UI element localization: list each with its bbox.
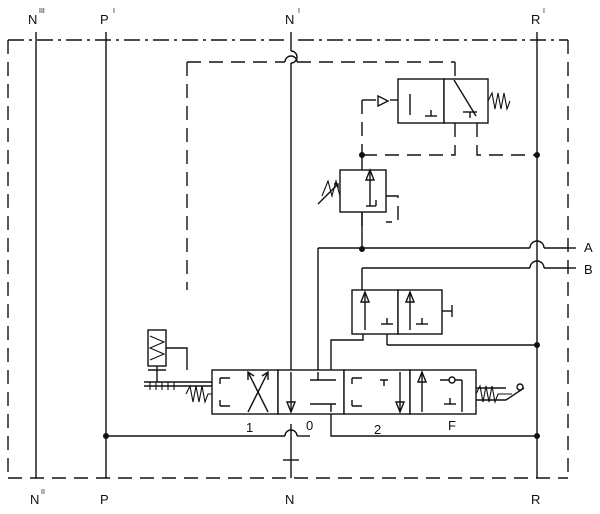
valve-top-connections: [359, 123, 540, 158]
svg-text:N: N: [28, 12, 37, 27]
label-bottom-n-mid: N: [285, 492, 294, 507]
line-b: [361, 260, 568, 290]
svg-text:III: III: [39, 8, 45, 15]
svg-text:I: I: [113, 8, 115, 15]
label-port-b: B: [584, 262, 593, 277]
svg-text:N: N: [30, 492, 39, 507]
port-ab-bracket: [568, 247, 576, 269]
label-position-2: 2: [374, 422, 381, 437]
svg-text:P: P: [100, 12, 109, 27]
label-bottom-r: R: [531, 492, 540, 507]
svg-text:R: R: [531, 12, 540, 27]
frame-border: [7, 39, 569, 480]
pilot-valve-top: [361, 78, 511, 155]
label-bottom-n-left: N II: [30, 489, 45, 507]
svg-text:I: I: [298, 8, 300, 15]
label-position-0: 0: [306, 418, 313, 433]
label-port-a: A: [584, 240, 593, 255]
label-top-p: P I: [100, 8, 115, 27]
label-top-n-left: N III: [28, 8, 45, 27]
label-position-f: F: [448, 418, 456, 433]
pressure-relief-valve: [317, 155, 399, 249]
label-bottom-p: P: [100, 492, 109, 507]
pilot-line-top: [186, 55, 456, 290]
label-top-r: R I: [531, 8, 545, 27]
main-directional-valve: [103, 329, 540, 439]
check-valve-middle: [330, 289, 540, 378]
svg-text:I: I: [543, 8, 545, 15]
label-top-n-mid: N I: [285, 8, 300, 27]
label-position-1: 1: [246, 420, 253, 435]
svg-text:II: II: [41, 489, 45, 496]
line-a: [317, 240, 568, 378]
svg-text:N: N: [285, 12, 294, 27]
